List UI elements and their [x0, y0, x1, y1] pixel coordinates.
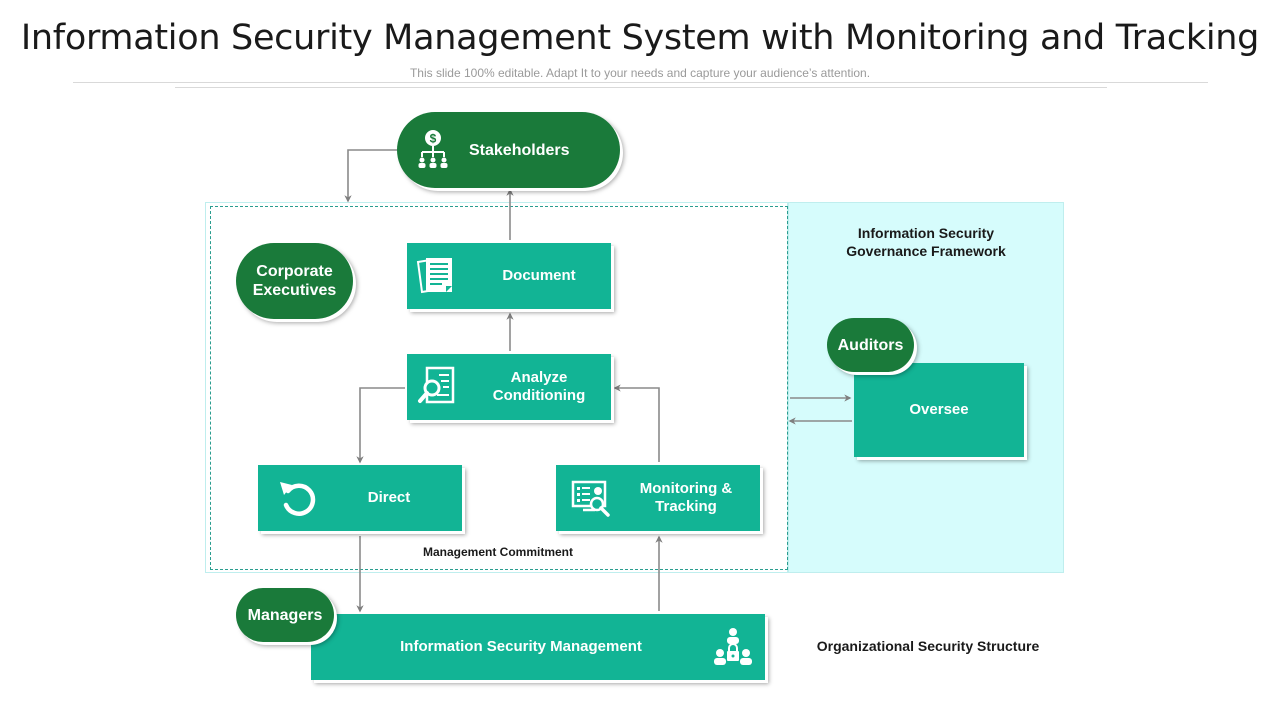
direct-label: Direct: [367, 489, 411, 506]
analyze-conditioning-node: Analyze Conditioning: [407, 354, 611, 420]
management-commitment-caption: Management Commitment: [422, 545, 574, 559]
oversee-label: Oversee: [909, 401, 969, 418]
stakeholders-label: Stakeholders: [469, 141, 570, 159]
management-commitment-boundary: [210, 206, 788, 570]
information-security-management-label: Information Security Management: [400, 638, 642, 655]
stakeholders-node: $ Stakeholders: [397, 112, 620, 188]
document-label: Document: [502, 267, 576, 284]
monitoring-tracking-label: Monitoring & Tracking: [639, 480, 733, 515]
svg-text:$: $: [430, 132, 437, 146]
arrow-analyze-to-direct: [356, 387, 405, 464]
oversee-node: Oversee: [854, 363, 1024, 457]
page-subtitle: This slide 100% editable. Adapt It to yo…: [409, 66, 871, 80]
monitor-search-icon: [556, 478, 626, 518]
managers-node: Managers: [236, 588, 334, 642]
analyze-conditioning-label: Analyze Conditioning: [492, 369, 586, 404]
documents-icon: [407, 256, 467, 296]
direct-node: Direct: [258, 465, 462, 531]
report-magnifier-icon: [407, 366, 467, 408]
header-divider-top: [73, 82, 1208, 83]
auditors-label: Auditors: [837, 336, 904, 354]
document-node: Document: [407, 243, 611, 309]
auditors-node: Auditors: [827, 318, 914, 372]
managers-label: Managers: [247, 606, 323, 624]
governance-framework-caption: Information Security Governance Framewor…: [846, 225, 1006, 259]
page-title: Information Security Management System w…: [20, 18, 1260, 58]
undo-arrow-icon: [258, 477, 338, 519]
dollar-hierarchy-icon: $: [397, 130, 469, 170]
monitoring-tracking-node: Monitoring & Tracking: [556, 465, 760, 531]
header-divider-bottom: [175, 87, 1107, 88]
information-security-management-node: Information Security Management: [311, 614, 765, 680]
arrow-stakeholders-to-panel: [344, 149, 397, 203]
corporate-executives-node: Corporate Executives: [236, 243, 353, 319]
corporate-executives-label: Corporate Executives: [252, 263, 337, 299]
arrow-monitoring-to-analyze: [613, 384, 660, 462]
team-lock-icon: [703, 627, 763, 667]
organizational-security-structure-caption: Organizational Security Structure: [816, 638, 1040, 654]
